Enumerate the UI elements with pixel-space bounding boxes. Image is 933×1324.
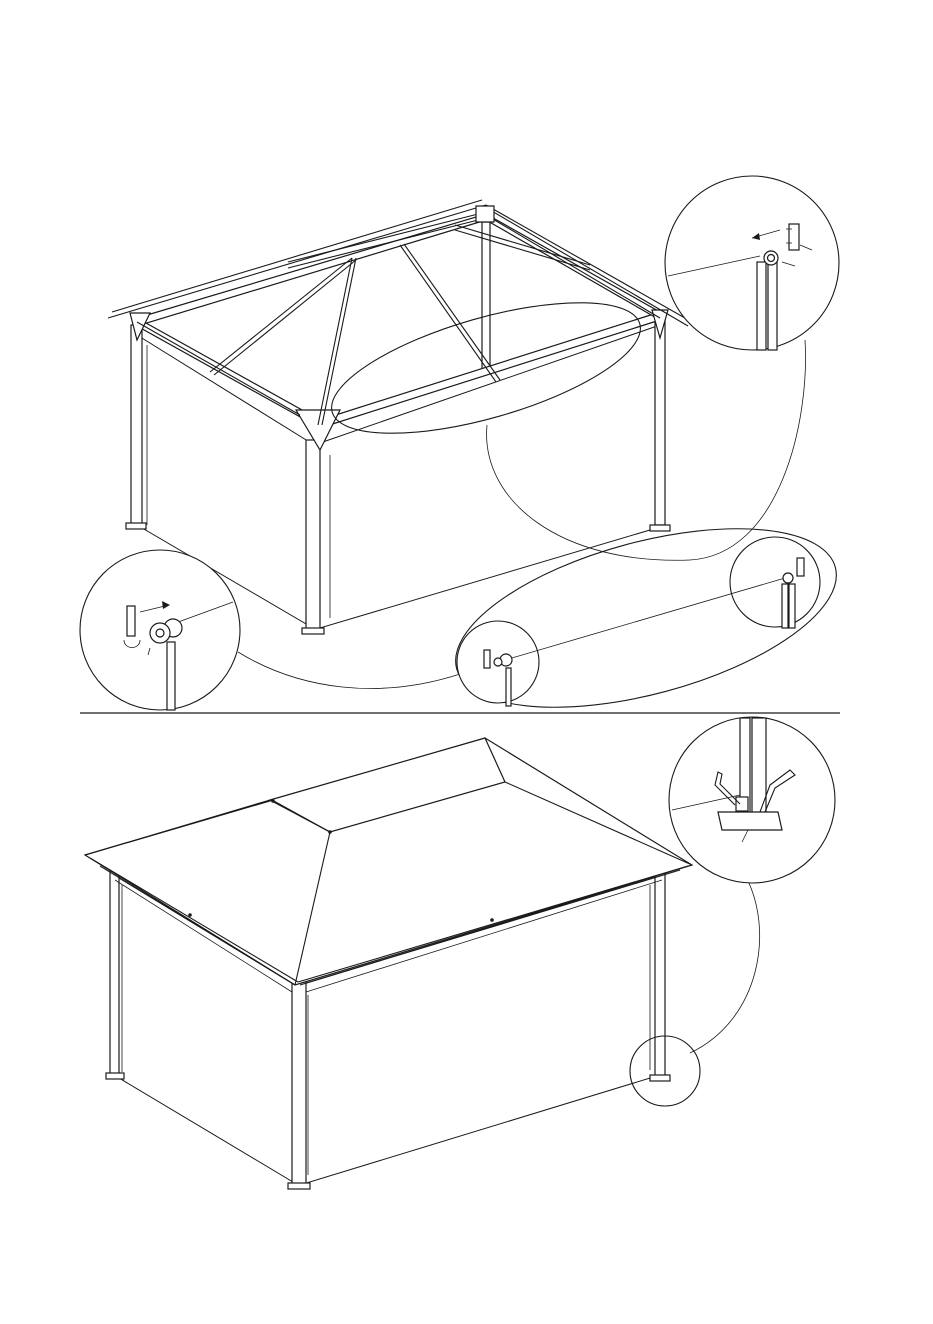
hook-clip-icon — [789, 224, 799, 250]
pole-back — [482, 222, 490, 370]
foot-plate-front — [302, 628, 324, 634]
footplate-icon — [718, 812, 782, 830]
ring-clip-icon — [127, 606, 135, 636]
frame-beams — [130, 214, 668, 450]
roof-rafters — [108, 200, 692, 425]
roof-canopy — [85, 738, 692, 992]
detail-curtain-ring-slide — [80, 550, 240, 710]
callout-leader-beam — [487, 340, 806, 560]
roof-hub — [476, 206, 494, 222]
callout-leader-foot — [690, 875, 760, 1053]
callout-leader-ring — [238, 652, 460, 688]
foot-plate-right — [650, 525, 670, 531]
step-2-gazebo-diagram — [85, 738, 760, 1189]
pole-front — [306, 440, 320, 630]
detail-ground-stake-footplate — [669, 717, 835, 883]
foot-plate-left — [126, 523, 146, 529]
detail-curtain-hook-corner — [665, 176, 839, 350]
pole-right — [655, 320, 665, 525]
pole-left — [131, 325, 142, 525]
